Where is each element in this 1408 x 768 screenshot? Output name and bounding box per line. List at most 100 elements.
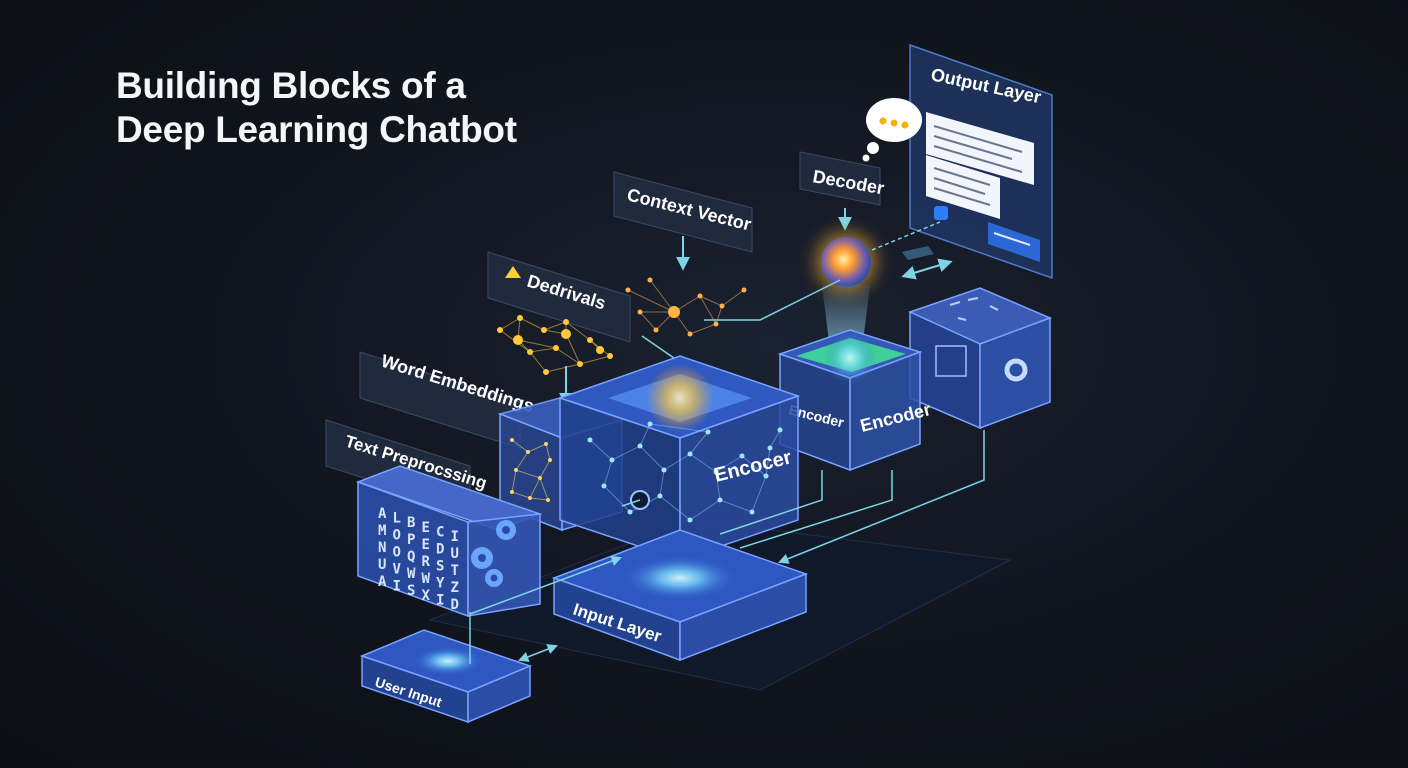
network-node: [538, 476, 542, 480]
network-node: [637, 443, 643, 449]
network-edge: [519, 317, 545, 331]
network-node: [513, 335, 523, 345]
word-embeddings-network: [510, 438, 552, 502]
network-node: [637, 309, 643, 315]
network-edge: [603, 485, 631, 513]
network-edge: [689, 323, 717, 335]
network-node: [548, 458, 552, 462]
network-node: [526, 450, 530, 454]
letter-glyph: N: [378, 540, 386, 556]
network-edge: [545, 363, 581, 373]
network-node: [543, 369, 549, 375]
letter-glyph: A: [378, 506, 387, 522]
network-node: [763, 473, 769, 479]
network-edge: [565, 321, 591, 341]
encoder-small-block: Encoder Encoder: [777, 329, 933, 472]
network-node: [739, 453, 745, 459]
network-edge: [517, 339, 557, 349]
network-edge: [659, 469, 665, 497]
network-node: [527, 349, 533, 355]
network-node: [587, 337, 593, 343]
network-node: [607, 353, 613, 359]
network-edge: [659, 495, 691, 521]
title-line-2: Deep Learning Chatbot: [116, 109, 517, 150]
network-node: [717, 497, 723, 503]
letter-glyph: U: [451, 546, 459, 562]
letter-glyph: U: [378, 557, 386, 573]
network-edge: [539, 459, 551, 479]
network-node: [767, 445, 773, 451]
letter-glyph: E: [422, 537, 430, 553]
letter-glyph: I: [451, 529, 459, 545]
network-node: [514, 468, 518, 472]
letter-glyph: T: [451, 563, 459, 579]
network-node: [705, 429, 711, 435]
network-edge: [611, 445, 641, 461]
network-edge: [689, 431, 709, 455]
network-edge: [529, 347, 557, 353]
side-cube: [907, 287, 1053, 430]
network-edge: [689, 499, 721, 521]
network-edge: [639, 311, 657, 331]
letter-glyph: E: [422, 520, 430, 536]
double-arrow-icon: [901, 246, 953, 280]
network-edge: [769, 429, 781, 449]
title-line-1: Building Blocks of a: [116, 65, 466, 106]
network-edge: [511, 469, 517, 493]
network-node: [687, 331, 693, 337]
network-node: [553, 345, 559, 351]
network-node: [625, 287, 631, 293]
network-node: [510, 490, 514, 494]
letter-glyph: O: [393, 528, 401, 544]
network-edge: [529, 351, 547, 373]
network-edge: [555, 347, 581, 365]
input-layer-block: Input Layer: [551, 529, 809, 662]
dedrivals-unit: Dedrivals: [487, 251, 631, 407]
output-layer-panel: Output Layer: [909, 43, 1053, 280]
gear-icon: [471, 520, 516, 587]
thought-bubble-icon: [862, 98, 922, 162]
lens-icon: [1004, 358, 1028, 382]
chat-bubble-icon: [934, 206, 948, 220]
network-node: [609, 457, 615, 463]
network-node: [668, 306, 680, 318]
network-edge: [639, 445, 665, 471]
network-node: [497, 327, 503, 333]
network-node: [777, 427, 783, 433]
letter-glyph: D: [451, 597, 459, 613]
network-node: [749, 509, 755, 515]
network-edge: [539, 477, 549, 501]
network-edge: [741, 455, 767, 477]
network-node: [561, 329, 571, 339]
network-node: [653, 327, 659, 333]
network-node: [587, 437, 593, 443]
network-edge: [511, 491, 531, 499]
letter-glyph: A: [378, 574, 387, 590]
letter-glyph: Q: [407, 549, 415, 565]
letter-glyph: B: [407, 515, 415, 531]
dedrivals-network: [497, 315, 613, 375]
network-edge: [565, 333, 581, 365]
network-edge: [527, 443, 547, 453]
letter-glyph: Z: [451, 580, 459, 596]
network-edge: [589, 439, 613, 461]
letter-glyph: I: [436, 592, 444, 608]
network-edge: [603, 459, 613, 487]
network-node: [697, 293, 703, 299]
network-node: [510, 438, 514, 442]
network-node: [544, 442, 548, 446]
network-node: [577, 361, 583, 367]
network-edge: [715, 455, 743, 473]
letter-glyph: S: [436, 558, 444, 574]
network-node: [546, 498, 550, 502]
network-node: [647, 421, 653, 427]
network-edge: [515, 469, 541, 479]
letter-glyph: X: [422, 588, 431, 604]
user-input-block: User Input: [359, 629, 533, 724]
letter-glyph: S: [407, 583, 415, 599]
network-node: [687, 451, 693, 457]
network-node: [719, 303, 725, 309]
